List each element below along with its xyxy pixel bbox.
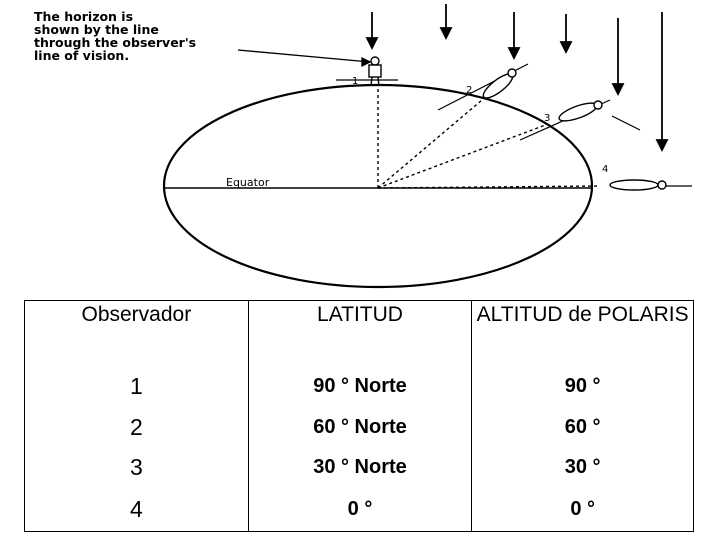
horizon-lines: [336, 63, 692, 187]
observer-label-3: 3: [544, 113, 550, 124]
cell-altitude: 30 °: [471, 447, 694, 487]
cell-latitude: 30 ° Norte: [247, 447, 473, 487]
note-arrow: [237, 49, 372, 68]
observer-label-1: 1: [352, 76, 358, 87]
cell-latitude: 90 ° Norte: [247, 365, 473, 407]
observer-2-figure: [482, 68, 517, 99]
polaris-arrows: [365, 4, 669, 153]
cell-observer: 3: [24, 447, 249, 487]
table-row: 2 60 ° Norte 60 °: [24, 407, 694, 447]
table-row: 4 0 ° 0 °: [24, 487, 694, 532]
header-altitude: ALTITUD de POLARIS: [471, 300, 694, 365]
cell-observer: 1: [24, 365, 249, 407]
observer-label-4: 4: [602, 164, 608, 175]
observer-1-figure: [368, 56, 382, 87]
observer-4-figure: [609, 179, 667, 191]
earth-outline: [162, 83, 594, 289]
equator-label: Equator: [226, 176, 270, 189]
cell-altitude: 90 °: [471, 365, 694, 407]
cell-altitude: 0 °: [471, 487, 694, 532]
note-line: through the observer's: [34, 35, 197, 50]
note-line: shown by the line: [34, 22, 159, 37]
radius-lines: [377, 88, 601, 189]
horizon-note: The horizon is shown by the line through…: [34, 10, 249, 62]
earth-diagram: Equator: [162, 4, 692, 289]
cell-observer: 2: [24, 407, 249, 447]
cell-altitude: 60 °: [471, 407, 694, 447]
table-header-row: Observador LATITUD ALTITUD de POLARIS: [24, 300, 694, 365]
header-latitude: LATITUD: [247, 300, 473, 365]
note-line: line of vision.: [34, 48, 130, 63]
table-row: 3 30 ° Norte 30 °: [24, 447, 694, 487]
cell-observer: 4: [24, 487, 249, 532]
observer-table: Observador LATITUD ALTITUD de POLARIS 1 …: [24, 300, 694, 532]
note-line: The horizon is: [34, 9, 134, 24]
observer-label-2: 2: [466, 85, 472, 96]
cell-latitude: 60 ° Norte: [247, 407, 473, 447]
table-row: 1 90 ° Norte 90 °: [24, 365, 694, 407]
header-observer: Observador: [24, 300, 249, 365]
observer-3-figure: [558, 100, 603, 122]
cell-latitude: 0 °: [247, 487, 473, 532]
